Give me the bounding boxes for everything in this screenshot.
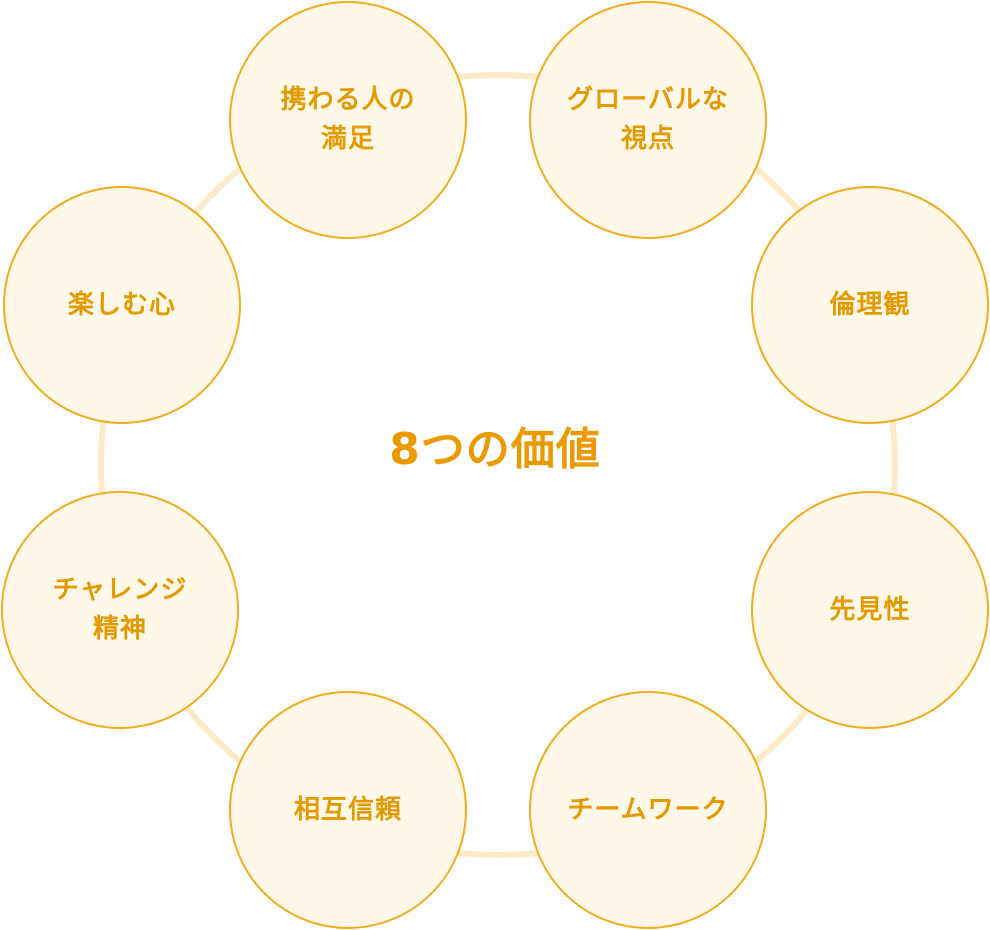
value-circle-foresight: 先見性 [751,491,989,729]
value-label: チャレンジ 精神 [52,575,188,644]
value-label: 先見性 [829,594,911,625]
value-circle-enjoyment: 楽しむ心 [3,186,241,424]
value-circle-ethics: 倫理観 [751,186,989,424]
value-label: チームワーク [567,794,729,825]
center-title: 8つの価値 [389,424,601,475]
value-circle-satisfaction: 携わる人の 満足 [229,1,467,239]
connecting-ring [98,72,898,858]
value-circle-mutual-trust: 相互信頼 [229,691,467,929]
value-circle-challenge-spirit: チャレンジ 精神 [1,491,239,729]
value-circle-teamwork: チームワーク [529,691,767,929]
value-label: 携わる人の 満足 [280,85,416,154]
value-circle-global-perspective: グローバルな 視点 [529,1,767,239]
value-label: 倫理観 [829,289,911,320]
value-label: 楽しむ心 [67,289,176,320]
value-label: 相互信頼 [293,794,402,825]
value-label: グローバルな 視点 [567,85,729,154]
